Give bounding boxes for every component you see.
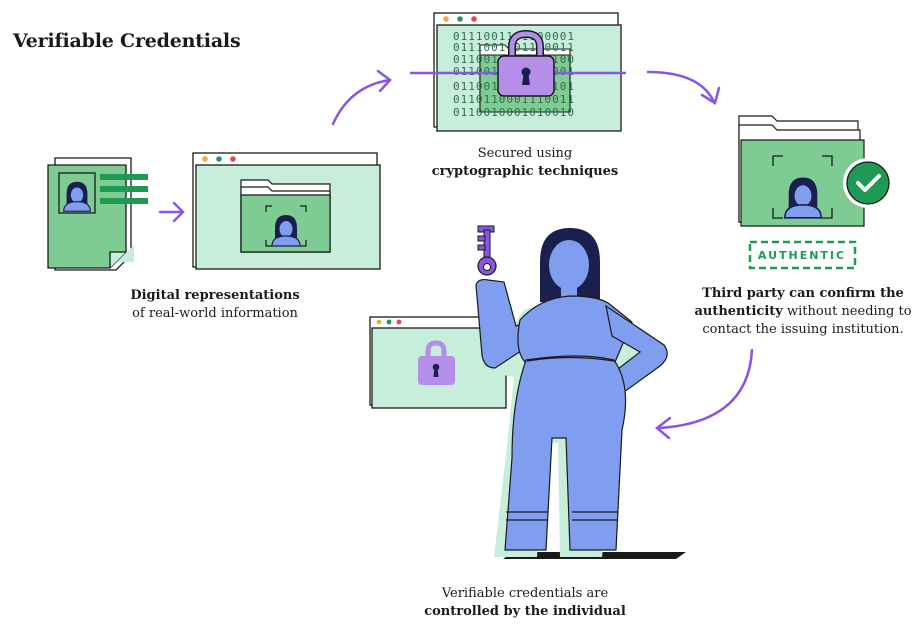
authentic-badge-text: AUTHENTIC bbox=[758, 249, 846, 262]
crypto-window: 0111001101100001 0111001101110011 011001… bbox=[410, 12, 626, 132]
arrow-to-crypto bbox=[331, 69, 392, 126]
lock-window bbox=[369, 316, 507, 409]
verified-folder bbox=[738, 115, 893, 227]
document-icon bbox=[47, 157, 148, 271]
lock-icon bbox=[418, 340, 455, 385]
key-icon bbox=[477, 225, 497, 276]
arrow-to-person bbox=[655, 348, 754, 440]
arrow-to-browser bbox=[158, 201, 185, 223]
browser-window-icon bbox=[192, 152, 381, 270]
arrow-to-third-party bbox=[646, 70, 721, 105]
authentic-badge: AUTHENTIC bbox=[748, 240, 857, 270]
lock-icon bbox=[497, 29, 555, 97]
binary-row: 0110010001010010 bbox=[453, 106, 575, 119]
checkmark-icon bbox=[843, 158, 893, 208]
person-avatar-icon bbox=[475, 228, 686, 559]
folder-icon bbox=[240, 179, 331, 253]
page-title: Verifiable Credentials bbox=[13, 30, 241, 52]
